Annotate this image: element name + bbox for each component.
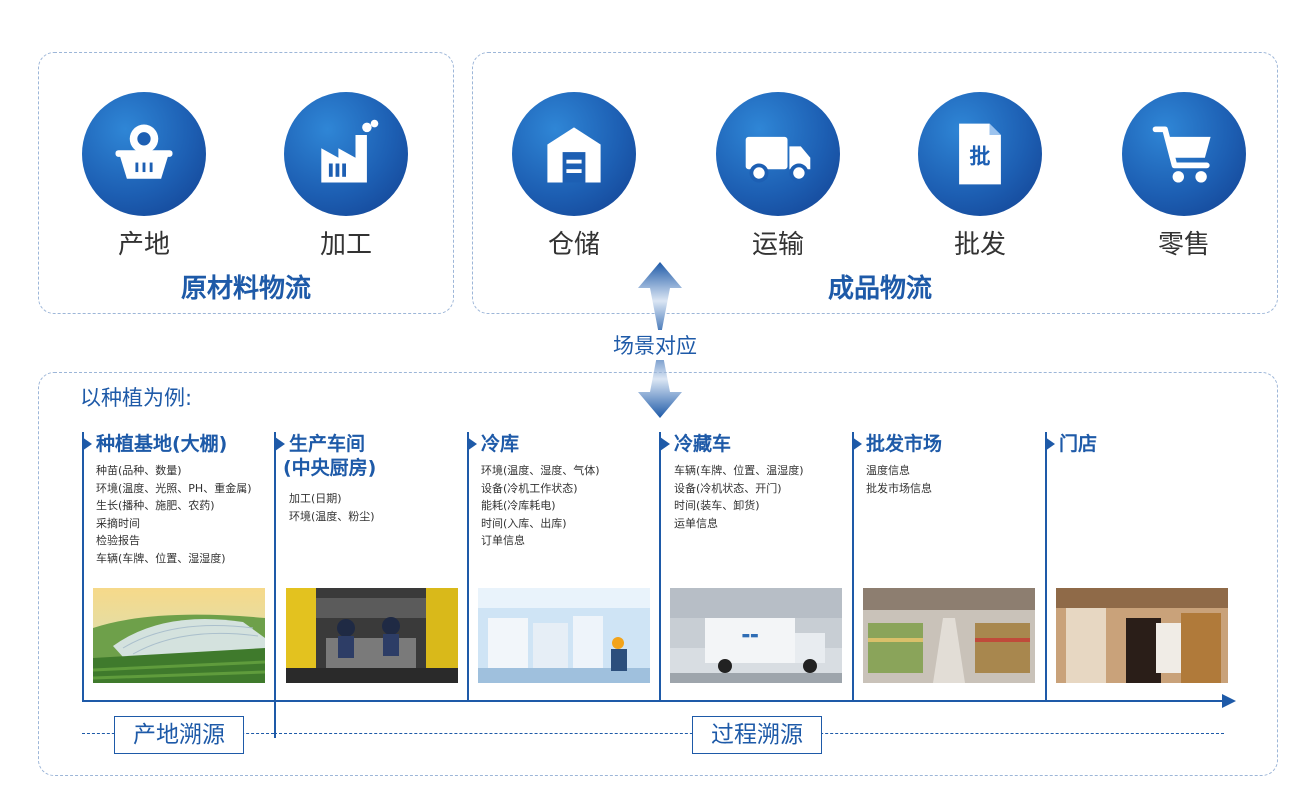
wholesale-icon-circle: 批	[918, 92, 1042, 216]
timeline-axis	[82, 700, 1224, 702]
storage-label: 仓储	[547, 230, 600, 260]
stage-details: 加工(日期) 环境(温度、粉尘)	[275, 490, 467, 525]
stage-greenhouse: 种植基地(大棚) 种苗(品种、数量) 环境(温度、光照、PH、重金属) 生长(播…	[82, 432, 274, 567]
retail-icon-circle	[1122, 92, 1246, 216]
shopping-cart-icon	[1152, 126, 1211, 183]
origin-traceability-label: 产地溯源	[114, 716, 244, 754]
raw-materials-title: 原材料物流	[180, 274, 311, 304]
stage-title: 门店	[1045, 432, 1237, 456]
stage-detail-line: 采摘时间	[96, 516, 140, 530]
stage-divider	[82, 432, 84, 702]
stage-detail-line: 加工(日期)	[289, 492, 342, 505]
origin-icon-circle	[82, 92, 206, 216]
factory-icon	[321, 119, 379, 183]
stage-title-line2: (中央厨房)	[283, 457, 377, 479]
stage-production-workshop: 生产车间 (中央厨房) 加工(日期) 环境(温度、粉尘)	[275, 432, 467, 525]
refrigerated-truck-photo: ▬▬	[670, 588, 842, 683]
transport-icon-circle	[716, 92, 840, 216]
stage-divider	[852, 432, 854, 702]
factory-workers-photo	[286, 588, 458, 683]
stage-store: 门店	[1045, 432, 1237, 456]
wholesale-label: 批发	[953, 230, 1006, 260]
stage-divider	[659, 432, 661, 702]
stage-detail-line: 生长(播种、施肥、农药)	[96, 499, 215, 512]
stage-title: 冷库	[467, 432, 659, 456]
stage-divider	[467, 432, 469, 702]
stage-detail-line: 时间(装车、卸货)	[674, 499, 760, 512]
stage-details: 温度信息 批发市场信息	[852, 462, 1044, 497]
stage-detail-line: 订单信息	[481, 534, 525, 547]
truck-icon	[745, 136, 811, 183]
triangle-marker-icon	[82, 437, 92, 451]
triangle-marker-icon	[852, 437, 862, 451]
finished-goods-title: 成品物流	[827, 274, 932, 304]
stage-detail-line: 设备(冷机状态、开门)	[674, 481, 782, 495]
stage-details: 种苗(品种、数量) 环境(温度、光照、PH、重金属) 生长(播种、施肥、农药) …	[82, 462, 274, 567]
warehouse-icon	[547, 127, 601, 183]
triangle-marker-icon	[1045, 437, 1055, 451]
stage-details: 环境(温度、湿度、气体) 设备(冷机工作状态) 能耗(冷库耗电) 时间(入库、出…	[467, 462, 659, 550]
stage-wholesale-market: 批发市场 温度信息 批发市场信息	[852, 432, 1044, 497]
transport-label: 运输	[751, 230, 804, 260]
stage-detail-line: 时间(入库、出库)	[481, 516, 567, 530]
cold-storage-photo	[478, 588, 650, 683]
timeline-arrowhead-icon	[1222, 694, 1236, 708]
stage-details: 车辆(车牌、位置、温湿度) 设备(冷机状态、开门) 时间(装车、卸货) 运单信息	[660, 462, 852, 532]
storage-icon-circle	[512, 92, 636, 216]
process-traceability-label: 过程溯源	[692, 716, 822, 754]
origin-label: 产地	[117, 230, 170, 260]
stage-detail-line: 车辆(车牌、位置、湿湿度)	[96, 551, 226, 565]
stage-refrigerated-truck: 冷藏车 车辆(车牌、位置、温湿度) 设备(冷机状态、开门) 时间(装车、卸货) …	[660, 432, 852, 532]
triangle-marker-icon	[467, 437, 477, 451]
wholesale-doc-glyph: 批	[970, 145, 991, 169]
stage-detail-line: 设备(冷机工作状态)	[481, 481, 578, 495]
wholesale-doc-icon: 批	[959, 123, 1001, 185]
wholesale-market-photo	[863, 588, 1035, 683]
scenario-double-arrow	[638, 262, 682, 418]
stage-detail-line: 温度信息	[866, 464, 910, 477]
retail-label: 零售	[1157, 230, 1210, 260]
stage-detail-line: 车辆(车牌、位置、温湿度)	[674, 464, 804, 477]
stage-title: 冷藏车	[660, 432, 852, 456]
stage-divider	[1045, 432, 1047, 702]
stage-detail-line: 检验报告	[96, 534, 140, 547]
triangle-marker-icon	[660, 437, 670, 451]
stage-detail-line: 能耗(冷库耗电)	[481, 499, 556, 512]
stage-detail-line: 环境(温度、粉尘)	[289, 509, 375, 523]
raw-materials-box	[38, 52, 454, 314]
stage-detail-line: 运单信息	[674, 516, 718, 530]
basket-icon	[115, 124, 173, 179]
greenhouse-photo	[93, 588, 265, 683]
stage-detail-line: 环境(温度、湿度、气体)	[481, 464, 600, 477]
stage-title: 种植基地(大棚)	[82, 432, 274, 456]
stage-title: 生产车间	[275, 432, 467, 456]
stage-detail-line: 环境(温度、光照、PH、重金属)	[96, 481, 252, 495]
stage-divider	[274, 432, 276, 738]
scenario-mapping-label: 场景对应	[611, 330, 699, 360]
stage-detail-line: 批发市场信息	[866, 481, 932, 495]
planting-example-intro: 以种植为例:	[80, 386, 193, 410]
stage-detail-line: 种苗(品种、数量)	[96, 464, 182, 477]
stage-cold-storage: 冷库 环境(温度、湿度、气体) 设备(冷机工作状态) 能耗(冷库耗电) 时间(入…	[467, 432, 659, 550]
finished-goods-box	[472, 52, 1278, 314]
processing-label: 加工	[319, 230, 372, 260]
stage-title: 批发市场	[852, 432, 1044, 456]
triangle-marker-icon	[275, 437, 285, 451]
store-shopping-photo	[1056, 588, 1228, 683]
processing-icon-circle	[284, 92, 408, 216]
planting-example-box	[38, 372, 1278, 776]
svg-text:▬▬: ▬▬	[741, 631, 758, 641]
